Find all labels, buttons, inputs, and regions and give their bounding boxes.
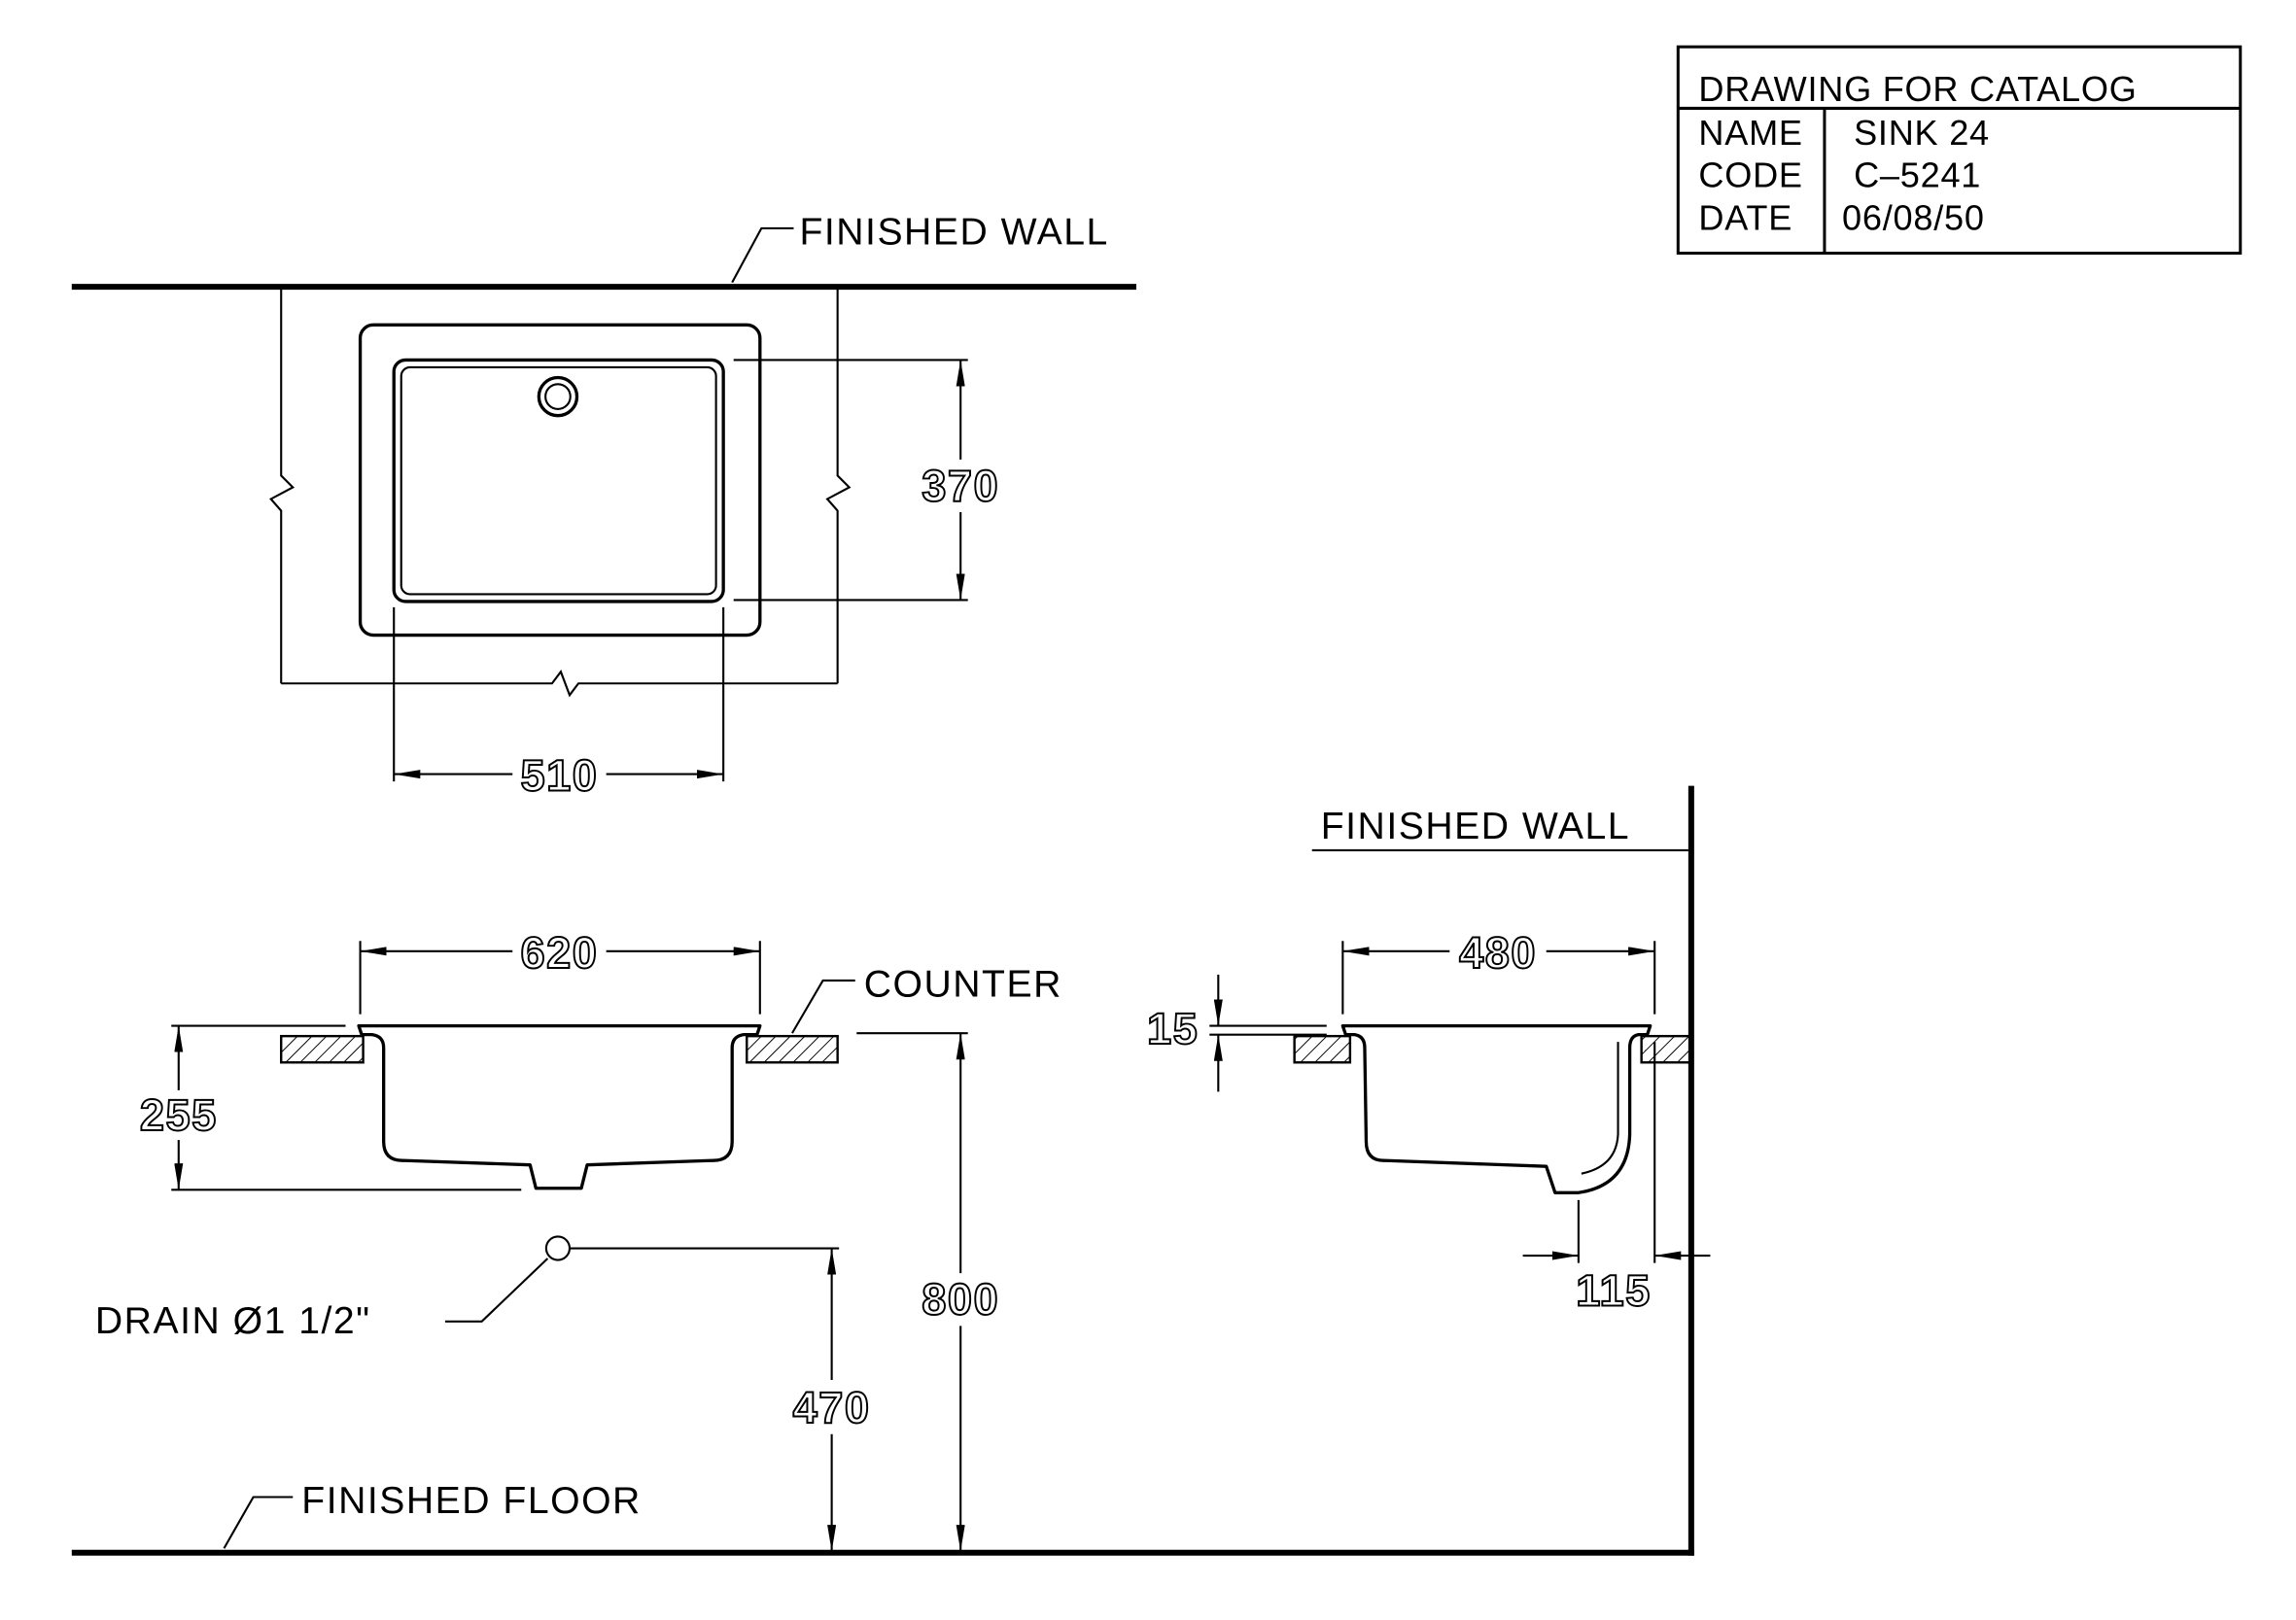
title-block-heading: DRAWING FOR CATALOG xyxy=(1698,69,2137,109)
front-counter-right xyxy=(746,1034,839,1064)
title-block: DRAWING FOR CATALOG NAME SINK 24 CODE C–… xyxy=(1676,45,2243,256)
side-sink-back-wall-inner xyxy=(1581,1042,1619,1175)
title-block-frame xyxy=(1676,45,2243,256)
dim-115-text: 115 xyxy=(1576,1266,1651,1316)
name-label: NAME xyxy=(1698,113,1802,153)
sink-rim-outline xyxy=(358,323,762,638)
counter-cutout-bottom-break xyxy=(281,670,838,698)
dim-620-text: 620 xyxy=(520,928,598,978)
dim-470-text: 470 xyxy=(793,1383,871,1432)
code-value: C–5241 xyxy=(1854,155,1981,195)
side-counter-right xyxy=(1640,1034,1693,1064)
dim-15-text: 15 xyxy=(1147,1004,1199,1053)
sink-bowl-inner xyxy=(400,365,717,596)
dim-510-text: 510 xyxy=(520,751,598,801)
name-value: SINK 24 xyxy=(1854,113,1990,153)
front-sink-profile xyxy=(357,1023,762,1190)
plan-wall-leader xyxy=(731,226,794,284)
plan-wall-label: FINISHED WALL xyxy=(799,211,1108,253)
dim-800-text: 800 xyxy=(922,1275,999,1325)
code-label: CODE xyxy=(1698,155,1802,195)
plan-view: FINISHED WALL 370 510 xyxy=(71,211,1136,802)
dim-370-text: 370 xyxy=(922,461,999,510)
side-view: FINISHED WALL 480 15 115 xyxy=(1146,785,1711,1556)
sink-bowl-outer xyxy=(392,358,725,603)
side-sink-profile xyxy=(1340,1023,1652,1194)
plan-drain-inner xyxy=(544,383,572,410)
front-view: 620 COUNTER 255 DRAIN Ø1 1/2" 800 470 FI… xyxy=(71,927,1694,1556)
date-value: 06/08/50 xyxy=(1842,197,1985,237)
counter-leader xyxy=(791,979,855,1034)
counter-cutout-right-break xyxy=(825,287,852,684)
counter-cutout-left-break xyxy=(269,287,296,684)
dim-255-text: 255 xyxy=(140,1090,218,1140)
dim-480-text: 480 xyxy=(1459,928,1537,978)
counter-label: COUNTER xyxy=(864,964,1062,1006)
side-counter-left xyxy=(1293,1034,1352,1064)
date-label: DATE xyxy=(1698,197,1792,237)
drain-leader xyxy=(444,1258,549,1323)
drain-label: DRAIN Ø1 1/2" xyxy=(95,1300,371,1342)
front-counter-left xyxy=(280,1034,365,1064)
floor-label: FINISHED FLOOR xyxy=(301,1480,642,1522)
floor-leader xyxy=(223,1496,294,1549)
plan-drain-outer xyxy=(537,375,579,418)
side-wall-label: FINISHED WALL xyxy=(1321,806,1630,847)
